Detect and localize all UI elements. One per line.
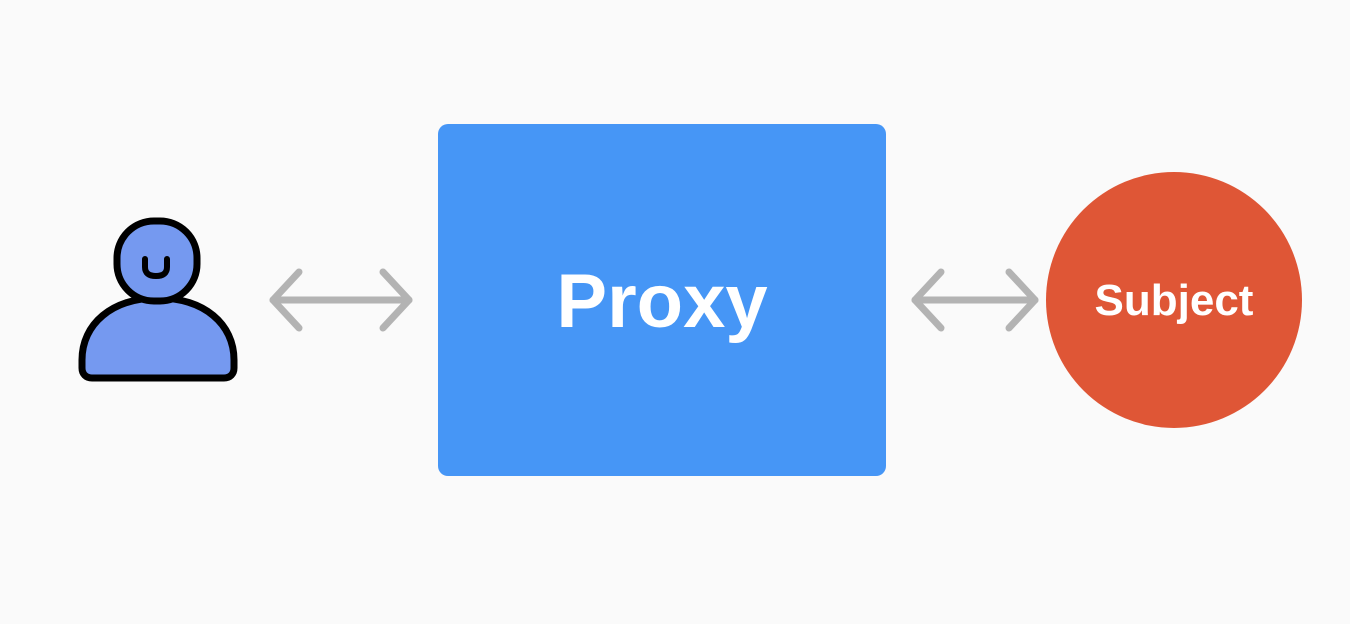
subject-label: Subject [1094,276,1254,325]
proxy-label: Proxy [556,259,768,344]
proxy-node: Proxy [438,124,886,476]
user-icon [78,217,238,382]
user-icon-body [78,294,238,382]
user-icon-smile [142,256,170,279]
subject-node: Subject [1046,172,1302,428]
bidirectional-arrow-proxy-subject [911,268,1039,332]
user-icon-head [113,217,201,305]
bidirectional-arrow-client-proxy [269,268,413,332]
